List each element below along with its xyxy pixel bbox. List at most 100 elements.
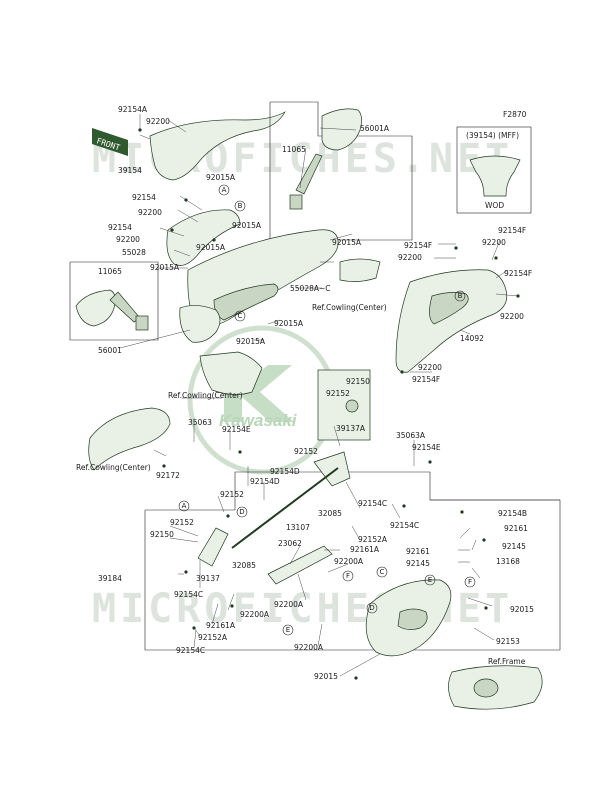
part-label: 92154D — [270, 467, 300, 476]
part-label: 92200A — [240, 610, 270, 619]
part-label: 92145 — [406, 559, 430, 568]
inset-code: WOD — [485, 201, 504, 210]
fairing-lower-left — [88, 407, 171, 471]
part-label: 92172 — [156, 471, 180, 480]
part-label: 92015A — [236, 337, 266, 346]
part-label: 92153 — [496, 637, 520, 646]
circle-ref-d-bottom: D — [369, 604, 374, 612]
part-label: 92152 — [170, 518, 194, 527]
part-label: 92154 — [108, 223, 132, 232]
side-panel-right — [395, 269, 508, 373]
part-label: 92154 — [132, 193, 156, 202]
part-label: 32085 — [318, 509, 342, 518]
part-label: 92200A — [294, 643, 324, 652]
part-label: 32085 — [232, 561, 256, 570]
part-label: 92154A — [118, 105, 148, 114]
part-label: 92015A — [196, 243, 226, 252]
windshield-part — [149, 111, 286, 181]
part-label: 92200 — [398, 253, 422, 262]
circle-ref-d-left: D — [239, 508, 244, 516]
part-label: 92015 — [510, 605, 534, 614]
circle-reference-markers: A B B C A D C F E F D E — [178, 184, 476, 636]
ref-frame: Ref.Frame — [488, 657, 526, 666]
part-label: 55028 — [122, 248, 146, 257]
part-label: 92154F — [412, 375, 440, 384]
part-label: 92152A — [358, 535, 388, 544]
mirror-right-stem — [295, 153, 323, 195]
circle-ref-a-bottom: A — [182, 502, 187, 510]
part-label: 11065 — [282, 145, 306, 154]
part-label: 92015A — [232, 221, 262, 230]
bracket-23062 — [267, 545, 333, 585]
side-panel-right-cutout — [429, 292, 469, 325]
part-label: 92200 — [482, 238, 506, 247]
mirror-right-base — [289, 194, 303, 210]
part-label: 92200A — [334, 557, 364, 566]
circle-ref-c-bottom: C — [380, 568, 385, 576]
part-label: 39154 — [118, 166, 142, 175]
part-label: 13107 — [286, 523, 310, 532]
part-label: 92154F — [504, 269, 532, 278]
part-label: 92161A — [350, 545, 380, 554]
part-label: 92154E — [222, 425, 251, 434]
part-label: 92152A — [198, 633, 228, 642]
part-label: 92154C — [176, 646, 205, 655]
rod-13107 — [231, 467, 339, 549]
circle-ref-a-top: A — [222, 186, 227, 194]
inset-box — [456, 126, 532, 214]
part-label: 92150 — [150, 530, 174, 539]
inner-cowl-left — [179, 305, 221, 343]
part-label: 39184 — [98, 574, 122, 583]
part-label: 92161A — [206, 621, 236, 630]
part-label: 92200A — [274, 600, 304, 609]
part-label: 92200 — [116, 235, 140, 244]
ref-cowling-center-2: Ref.Cowling(Center) — [168, 391, 243, 400]
part-label: 35063 — [188, 418, 212, 427]
circle-ref-e-right: E — [428, 576, 432, 584]
windshield-inset-shape — [469, 155, 521, 197]
circle-ref-b-top: B — [238, 202, 243, 210]
part-label: 92200 — [138, 208, 162, 217]
circle-ref-b-right: B — [458, 292, 463, 300]
part-label: 14092 — [460, 334, 484, 343]
part-label: 13168 — [496, 557, 520, 566]
part-label: 92200 — [146, 117, 170, 126]
part-label: 92154D — [250, 477, 280, 486]
part-label: 92154C — [174, 590, 203, 599]
inner-cowl-upper-left — [166, 209, 241, 266]
part-label: 92152 — [220, 490, 244, 499]
part-label: 92015A — [332, 238, 362, 247]
part-label: 92154F — [498, 226, 526, 235]
mirror-right-shape — [321, 108, 362, 151]
part-label: 92154B — [498, 509, 527, 518]
part-label: 92145 — [502, 542, 526, 551]
ref-cowling-center-1: Ref.Cowling(Center) — [312, 303, 387, 312]
part-label: 92154C — [390, 521, 419, 530]
cowling-center-bracket — [199, 351, 263, 395]
bracket-39137 — [197, 527, 229, 567]
part-label: 92015A — [274, 319, 304, 328]
part-label: 92154C — [358, 499, 387, 508]
part-label: 92152 — [294, 447, 318, 456]
small-bracket-right — [339, 258, 381, 282]
circle-ref-e-bottom: E — [286, 626, 290, 634]
part-label: 35063A — [396, 431, 426, 440]
brand-logo-text: Kawasaki — [219, 411, 298, 430]
inset-title: (39154) (MFF) — [466, 131, 519, 140]
part-label: 92152 — [326, 389, 350, 398]
part-label: 92154F — [404, 241, 432, 250]
part-label: 56001A — [360, 124, 390, 133]
part-label: 92161 — [504, 524, 528, 533]
frame-bracket-hole — [397, 608, 428, 630]
part-label: 11065 — [98, 267, 122, 276]
mirror-left-shape — [75, 289, 116, 327]
part-label: 23062 — [278, 539, 302, 548]
circle-ref-f-right: F — [468, 578, 472, 586]
mirror-left-base — [135, 315, 149, 331]
figure-code: F2870 — [503, 110, 527, 119]
part-label: 39137 — [196, 574, 220, 583]
part-label: 92150 — [346, 377, 370, 386]
frame-ref-tube — [473, 678, 499, 698]
part-label: 92015A — [206, 173, 236, 182]
